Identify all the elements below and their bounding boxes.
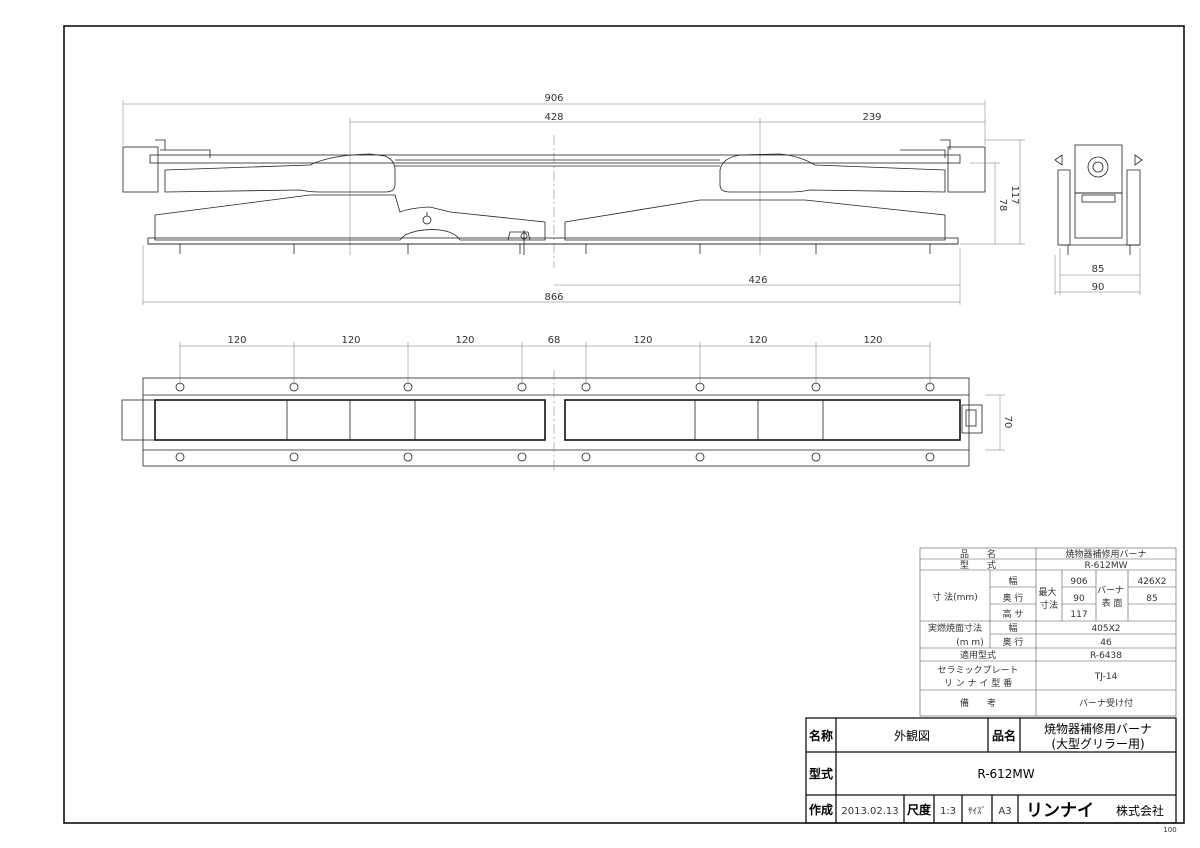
side-view: 85 90 [1054,144,1143,295]
dim-height-117: 117 [1009,185,1020,204]
spec-product-label: 品 名 [960,548,996,560]
spec-burner-label: バーナ 表 面 [1097,585,1127,609]
tb-size-value: A3 [998,806,1011,817]
spec-burner-label-line1: バーナ [1097,585,1124,596]
tb-product-label: 品名 [992,728,1016,743]
tb-created-value: 2013.02.13 [841,806,898,817]
spec-remarks-value: バーナ受け付 [1079,697,1133,709]
spec-height-label: 高 サ [1003,608,1024,620]
page-code: 100 [1163,826,1176,834]
dim-bottom-866: 866 [544,292,563,303]
spec-applicable-label: 適用型式 [960,649,996,661]
dim-pitch-5: 120 [748,335,767,346]
spec-burner-label-line2: 表 面 [1102,597,1123,609]
bolt-row-bottom [175,452,935,462]
tb-maker-suffix: 株式会社 [1116,803,1164,818]
dim-side-85: 85 [1092,264,1105,275]
spec-burn-width-label: 幅 [1008,622,1017,634]
spec-burn-depth-value: 46 [1100,638,1112,648]
dim-pitch-3: 120 [455,335,474,346]
dim-pitch-2: 120 [341,335,360,346]
tb-product-value-1: 焼物器補修用バーナ [1044,721,1152,736]
bolt-row-top [175,382,935,392]
spec-width-label: 幅 [1008,575,1017,587]
dim-right-span-239: 239 [862,112,881,123]
tb-size-label: ｻｲｽﾞ [968,806,986,817]
dim-center-gap: 68 [548,335,561,346]
spec-depth-label: 奥 行 [1003,592,1024,604]
dim-pitch-1: 120 [227,335,246,346]
spec-max-height: 117 [1070,610,1087,620]
tb-name-value: 外観図 [894,729,930,743]
spec-burner-depth: 85 [1146,594,1157,604]
front-view: 906 428 239 [122,93,1025,305]
spec-table: 品 名 焼物器補修用バーナ 型 式 R-612MW 寸 法(mm) 幅 奥 行 … [919,547,1177,717]
spec-burn-surface-label: 実燃焼面寸法 [928,622,982,634]
dim-pitch-6: 120 [863,335,882,346]
spec-burn-width-value: 405X2 [1091,624,1120,634]
spec-product-value: 焼物器補修用バーナ [1065,548,1146,560]
tb-scale-label: 尺度 [907,802,932,817]
spec-max-label-line2: 寸法 [1040,599,1058,611]
dim-overall-906: 906 [544,93,563,104]
spec-applicable-value: R-6438 [1090,651,1122,661]
spec-model-label: 型 式 [960,559,996,571]
spec-max-label: 最大 寸法 [1039,586,1060,611]
spec-burner-width: 426X2 [1137,577,1166,587]
spec-max-label-line1: 最大 [1039,586,1057,598]
tb-model-value: R-612MW [977,767,1034,781]
tb-model-label: 型式 [809,766,833,781]
dim-height-78: 78 [997,199,1008,212]
tb-name-label: 名称 [809,728,833,743]
spec-burn-unit-label: (m m) [956,638,983,648]
dim-lower-426: 426 [748,275,767,286]
tb-created-label: 作成 [809,802,833,817]
dim-depth-70: 70 [1002,416,1013,429]
plan-view: 120 120 120 68 120 120 120 [121,335,1013,472]
tb-scale-value: 1:3 [940,806,956,817]
spec-max-depth: 90 [1073,594,1085,604]
spec-max-width: 906 [1070,577,1087,587]
dim-side-90: 90 [1092,282,1105,293]
spec-ceramic-label-1: セラミックプレート [937,665,1018,676]
title-block: 名称 外観図 品名 焼物器補修用バーナ (大型グリラー用) 型式 R-612MW… [805,717,1177,824]
spec-size-label: 寸 法(mm) [932,591,977,603]
spec-ceramic-label-2: リ ン ナ イ 型 番 [944,677,1012,689]
dim-pitch-4: 120 [633,335,652,346]
spec-model-value: R-612MW [1085,561,1128,571]
spec-ceramic-value: TJ-14 [1094,672,1118,682]
spec-burn-depth-label: 奥 行 [1003,636,1024,648]
tb-product-value-2: (大型グリラー用) [1051,737,1144,751]
spec-remarks-label: 備 考 [960,697,996,709]
tb-maker-brand: リンナイ [1026,801,1094,821]
sheet-border [63,25,1185,824]
dim-left-span-428: 428 [544,112,563,123]
